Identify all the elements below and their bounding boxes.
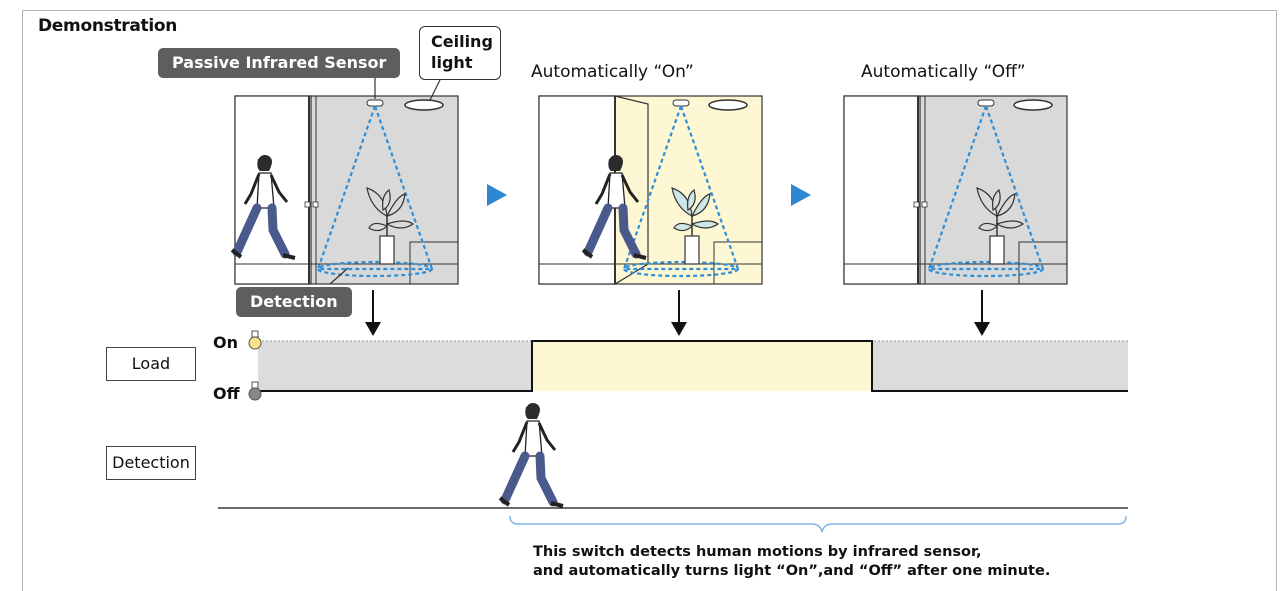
auto-on-label: Automatically “On” xyxy=(531,62,694,82)
bulb-off-icon xyxy=(248,381,262,401)
room-panel-off xyxy=(843,95,1068,285)
duration-brace xyxy=(509,515,1127,533)
description-line1: This switch detects human motions by inf… xyxy=(533,544,982,560)
detection-label: Detection xyxy=(106,446,196,480)
auto-off-label: Automatically “Off” xyxy=(861,62,1026,82)
room-panel-detect xyxy=(232,95,459,285)
down-arrow-icon xyxy=(671,290,687,336)
load-timing-chart xyxy=(258,340,1128,392)
diagram-frame xyxy=(22,10,1277,591)
description-text: This switch detects human motions by inf… xyxy=(533,543,1050,581)
ceiling-light-label: Ceiling light xyxy=(419,26,501,80)
diagram-title: Demonstration xyxy=(38,16,178,36)
load-label: Load xyxy=(106,347,196,381)
room-panel-on xyxy=(538,95,763,286)
description-line2: and automatically turns light “On”,and “… xyxy=(533,563,1051,579)
down-arrow-icon xyxy=(365,290,381,336)
sensor-label: Passive Infrared Sensor xyxy=(158,48,401,78)
on-label: On xyxy=(213,333,238,352)
off-label: Off xyxy=(213,384,240,403)
bulb-on-icon xyxy=(248,330,262,350)
step-arrow-icon xyxy=(791,184,811,206)
detection-tag: Detection xyxy=(236,287,352,317)
ceiling-label-line1: Ceiling xyxy=(431,32,493,51)
step-arrow-icon xyxy=(487,184,507,206)
ceiling-label-line2: light xyxy=(431,53,473,72)
down-arrow-icon xyxy=(974,290,990,336)
